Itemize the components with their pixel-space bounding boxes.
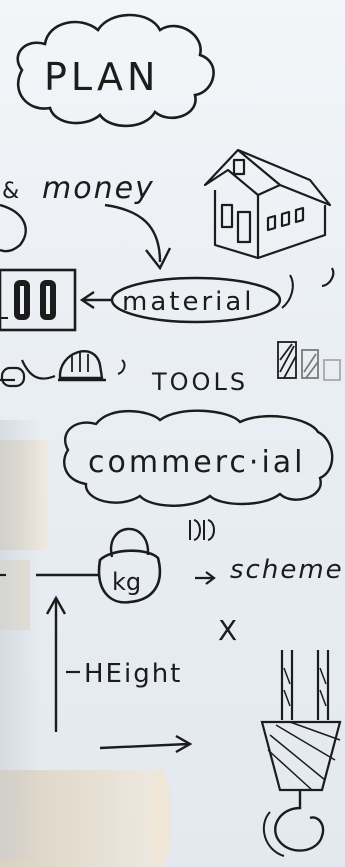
kg-label: kg xyxy=(112,568,141,596)
height-measure: HEight xyxy=(47,598,190,752)
money-arrow xyxy=(105,205,160,262)
tools-group: TOOLS xyxy=(0,342,340,396)
plan-label: PLAN xyxy=(44,55,159,99)
kg-scheme-group: kg scheme X xyxy=(0,520,344,647)
material-label: material xyxy=(122,287,255,317)
bar-chart-icon xyxy=(278,342,340,380)
money-note: & money xyxy=(0,171,170,268)
money-label: money xyxy=(42,171,155,206)
ampersand-label: & xyxy=(2,179,19,204)
material-group: material xyxy=(0,270,293,330)
plan-cloud: PLAN xyxy=(18,15,214,126)
house-sketch xyxy=(205,150,333,286)
x-mark: X xyxy=(218,614,237,647)
commercial-cloud: commerc·ial xyxy=(64,411,332,506)
commercial-label: commerc·ial xyxy=(88,445,306,480)
tools-label: TOOLS xyxy=(151,368,248,396)
height-label: HEight xyxy=(84,659,182,689)
crane-hook-icon xyxy=(262,650,340,856)
scheme-label: scheme xyxy=(230,555,344,585)
helmet-icon xyxy=(60,351,102,378)
